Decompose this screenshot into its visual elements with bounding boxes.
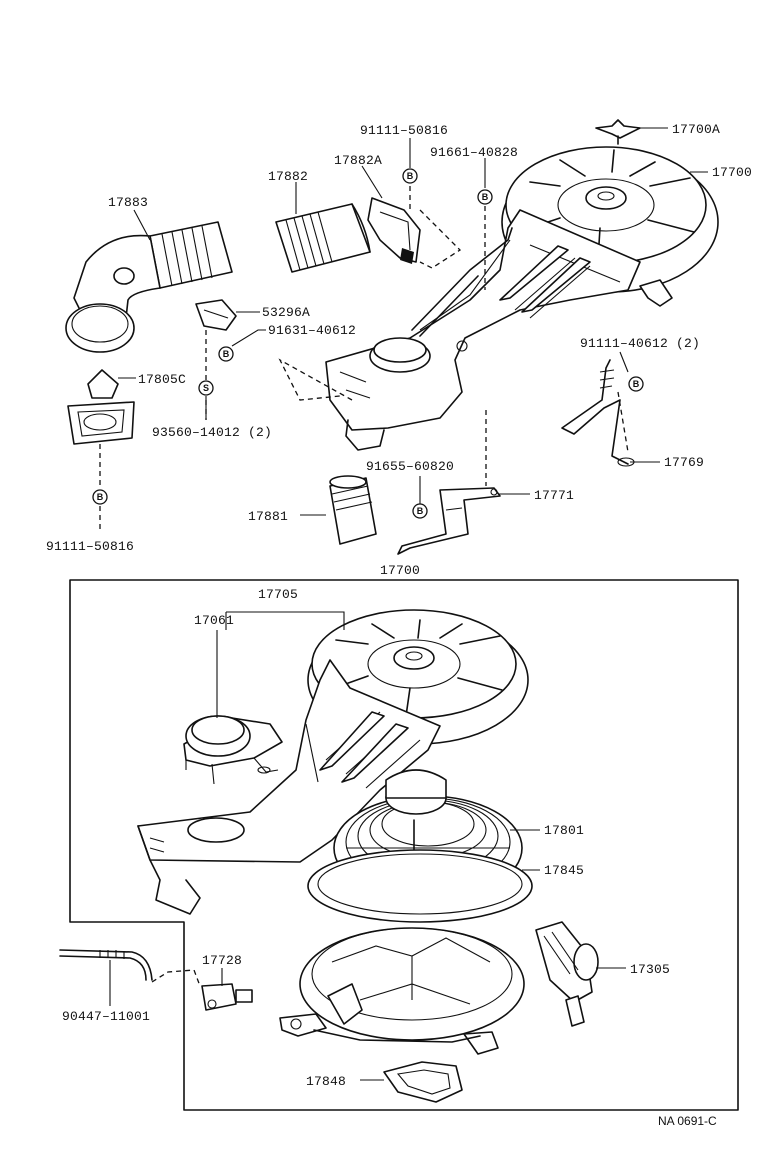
assembly-box-outline (69, 579, 739, 1111)
lower-case (279, 927, 525, 1055)
svg-text:B: B (633, 379, 640, 389)
wing-nut-part (595, 119, 641, 145)
badge-b-1: B (402, 168, 418, 184)
label-17305: 17305 (630, 962, 670, 977)
badge-b-5: B (628, 376, 644, 392)
hose-connector (201, 983, 253, 1011)
diagram-code: NA 0691-C (658, 1114, 717, 1128)
label-17061: 17061 (194, 613, 234, 628)
label-17771: 17771 (534, 488, 574, 503)
label-17882a: 17882A (334, 153, 382, 168)
svg-text:B: B (482, 192, 489, 202)
label-90447-11001: 90447–11001 (62, 1009, 150, 1024)
label-17848: 17848 (306, 1074, 346, 1089)
stay-bracket (561, 359, 635, 467)
badge-s-1: S (198, 380, 214, 396)
label-91111-40612: 91111–40612 (2) (580, 336, 700, 351)
label-17882: 17882 (268, 169, 308, 184)
label-91655-60820: 91655–60820 (366, 459, 454, 474)
label-91631-40612: 91631–40612 (268, 323, 356, 338)
svg-text:B: B (223, 349, 230, 359)
intake-snorkel-body (325, 209, 641, 451)
label-17845: 17845 (544, 863, 584, 878)
svg-text:B: B (97, 492, 104, 502)
seal-part (383, 1061, 463, 1103)
badge-b-3: B (218, 346, 234, 362)
badge-b-6: B (412, 503, 428, 519)
badge-b-4: B (92, 489, 108, 505)
vacuum-motor-part (183, 715, 283, 785)
corrugated-tube (329, 475, 377, 545)
label-17881: 17881 (248, 509, 288, 524)
support-bracket-arm (411, 227, 513, 337)
badge-b-2: B (477, 189, 493, 205)
label-17700-box: 17700 (380, 563, 420, 578)
label-17700a: 17700A (672, 122, 720, 137)
clip-part (195, 299, 237, 331)
gasket-ring (307, 849, 533, 923)
label-17805c: 17805C (138, 372, 186, 387)
svg-text:B: B (417, 506, 424, 516)
upper-housing-assembly (137, 609, 529, 915)
svg-text:B: B (407, 171, 414, 181)
vacuum-hose (59, 949, 201, 987)
mounting-bracket (397, 487, 501, 555)
label-17728: 17728 (202, 953, 242, 968)
label-17769: 17769 (664, 455, 704, 470)
label-91111-50816-bottom: 91111–50816 (46, 539, 134, 554)
label-17883: 17883 (108, 195, 148, 210)
label-91661-40828: 91661–40828 (430, 145, 518, 160)
label-17705: 17705 (258, 587, 298, 602)
intake-hose-corrugated (275, 203, 371, 273)
label-91111-50816-top: 91111–50816 (360, 123, 448, 138)
svg-text:S: S (203, 383, 209, 393)
intake-duct-elbow (65, 221, 233, 353)
label-17801: 17801 (544, 823, 584, 838)
label-17700-top: 17700 (712, 165, 752, 180)
grommet-part (67, 369, 135, 445)
resonator-bracket (367, 197, 421, 264)
label-93560-14012: 93560–14012 (2) (152, 425, 272, 440)
control-valve (535, 921, 599, 1027)
label-53296a: 53296A (262, 305, 310, 320)
leader-lines (109, 127, 708, 1081)
clamp-clip (639, 279, 673, 307)
